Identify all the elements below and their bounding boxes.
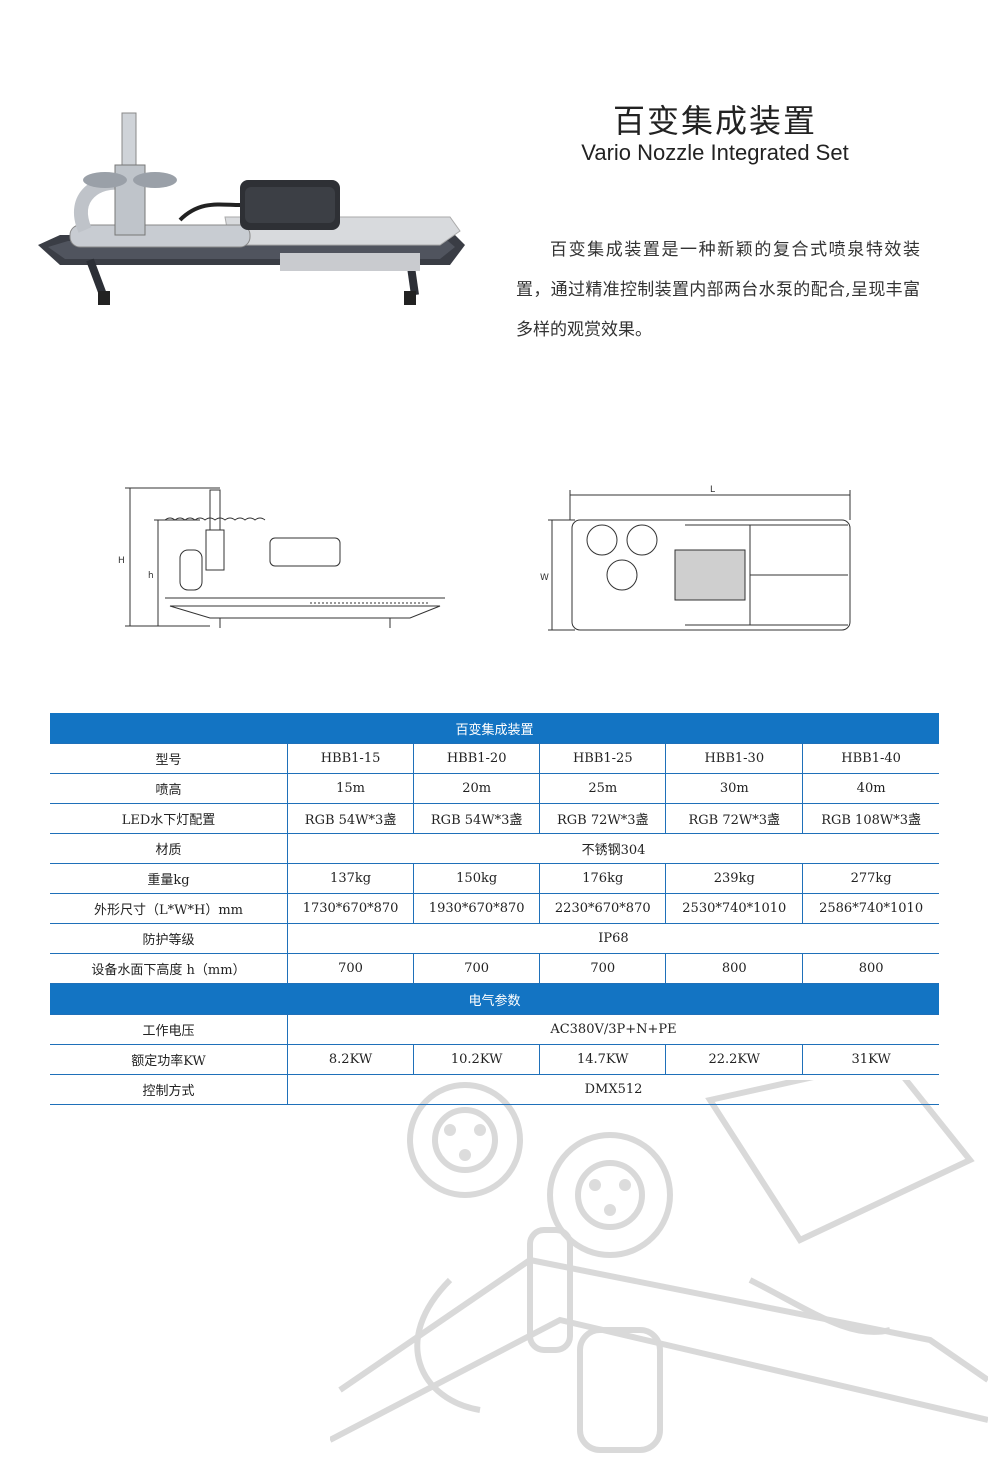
row-label: 型号 [50, 743, 288, 774]
table-cell: RGB 72W*3盏 [665, 803, 804, 834]
table-row: 材质 不锈钢304 [50, 833, 939, 864]
table-row: 额定功率KW 8.2KW 10.2KW 14.7KW 22.2KW 31KW [50, 1044, 939, 1075]
table-row: 控制方式 DMX512 [50, 1074, 939, 1105]
table-cell: 700 [413, 953, 541, 984]
table-cell: 25m [539, 773, 667, 804]
table-cell: 10.2KW [413, 1044, 541, 1075]
row-label: 外形尺寸（L*W*H）mm [50, 893, 288, 924]
table-row: 喷高 15m 20m 25m 30m 40m [50, 773, 939, 804]
table-cell: 30m [665, 773, 804, 804]
product-title-cn: 百变集成装置 [612, 102, 817, 140]
row-label: 喷高 [50, 773, 288, 804]
table-cell: 31KW [802, 1044, 939, 1075]
table-cell: HBB1-30 [665, 743, 804, 774]
table-section-header: 电气参数 [50, 983, 939, 1015]
table-cell: HBB1-20 [413, 743, 541, 774]
table-cell: 40m [802, 773, 939, 804]
dimension-label-W: W [540, 573, 549, 583]
table-row: 型号 HBB1-15 HBB1-20 HBB1-25 HBB1-30 HBB1-… [50, 743, 939, 774]
table-cell: HBB1-25 [539, 743, 667, 774]
row-label: LED水下灯配置 [50, 803, 288, 834]
table-row: 重量kg 137kg 150kg 176kg 239kg 277kg [50, 863, 939, 894]
row-label: 重量kg [50, 863, 288, 894]
table-cell: 700 [539, 953, 667, 984]
side-view-drawing: H h [118, 487, 445, 628]
row-label: 额定功率KW [50, 1044, 288, 1075]
table-cell: 22.2KW [665, 1044, 804, 1075]
table-cell-merged: AC380V/3P+N+PE [287, 1014, 939, 1045]
table-cell: RGB 54W*3盏 [287, 803, 415, 834]
row-label: 工作电压 [50, 1014, 288, 1045]
table-row: 工作电压 AC380V/3P+N+PE [50, 1014, 939, 1045]
table-cell-merged: IP68 [287, 923, 939, 954]
row-label: 设备水面下高度 h（mm） [50, 953, 288, 984]
table-row: 设备水面下高度 h（mm） 700 700 700 800 800 [50, 953, 939, 984]
table-cell: 20m [413, 773, 541, 804]
section-title-electrical: 电气参数 [50, 983, 939, 1015]
table-row: LED水下灯配置 RGB 54W*3盏 RGB 54W*3盏 RGB 72W*3… [50, 803, 939, 834]
table-cell: 700 [287, 953, 415, 984]
dimension-label-h: h [148, 571, 154, 581]
dimension-label-L: L [710, 485, 715, 495]
table-cell: HBB1-15 [287, 743, 415, 774]
dimension-label-H: H [118, 556, 125, 566]
product-photo [38, 112, 465, 305]
table-cell: 176kg [539, 863, 667, 894]
row-label: 防护等级 [50, 923, 288, 954]
table-cell: 8.2KW [287, 1044, 415, 1075]
table-section-header: 百变集成装置 [50, 713, 939, 744]
table-cell: 15m [287, 773, 415, 804]
table-cell-merged: 不锈钢304 [287, 833, 939, 864]
table-cell: 800 [665, 953, 804, 984]
table-cell: 277kg [802, 863, 939, 894]
table-cell: RGB 54W*3盏 [413, 803, 541, 834]
table-cell: 239kg [665, 863, 804, 894]
table-cell: HBB1-40 [802, 743, 939, 774]
table-cell: 800 [802, 953, 939, 984]
table-cell: 2586*740*1010 [802, 893, 939, 924]
background-line-art [330, 1080, 988, 1453]
table-cell: RGB 72W*3盏 [539, 803, 667, 834]
product-description: 百变集成装置是一种新颖的复合式喷泉特效装置，通过精准控制装置内部两台水泵的配合,… [516, 240, 920, 340]
table-cell-merged: DMX512 [287, 1074, 939, 1105]
table-cell: 2530*740*1010 [665, 893, 804, 924]
table-cell: 14.7KW [539, 1044, 667, 1075]
product-title-en: Vario Nozzle Integrated Set [581, 140, 849, 165]
table-cell: RGB 108W*3盏 [802, 803, 939, 834]
table-row: 防护等级 IP68 [50, 923, 939, 954]
row-label: 控制方式 [50, 1074, 288, 1105]
table-row: 外形尺寸（L*W*H）mm 1730*670*870 1930*670*870 … [50, 893, 939, 924]
table-cell: 1930*670*870 [413, 893, 541, 924]
top-view-drawing: L W [540, 485, 851, 631]
table-cell: 2230*670*870 [539, 893, 667, 924]
table-cell: 137kg [287, 863, 415, 894]
section-title-device: 百变集成装置 [50, 713, 939, 744]
table-cell: 150kg [413, 863, 541, 894]
row-label: 材质 [50, 833, 288, 864]
spec-table: 百变集成装置 型号 HBB1-15 HBB1-20 HBB1-25 HBB1-3… [50, 713, 939, 1105]
table-cell: 1730*670*870 [287, 893, 415, 924]
